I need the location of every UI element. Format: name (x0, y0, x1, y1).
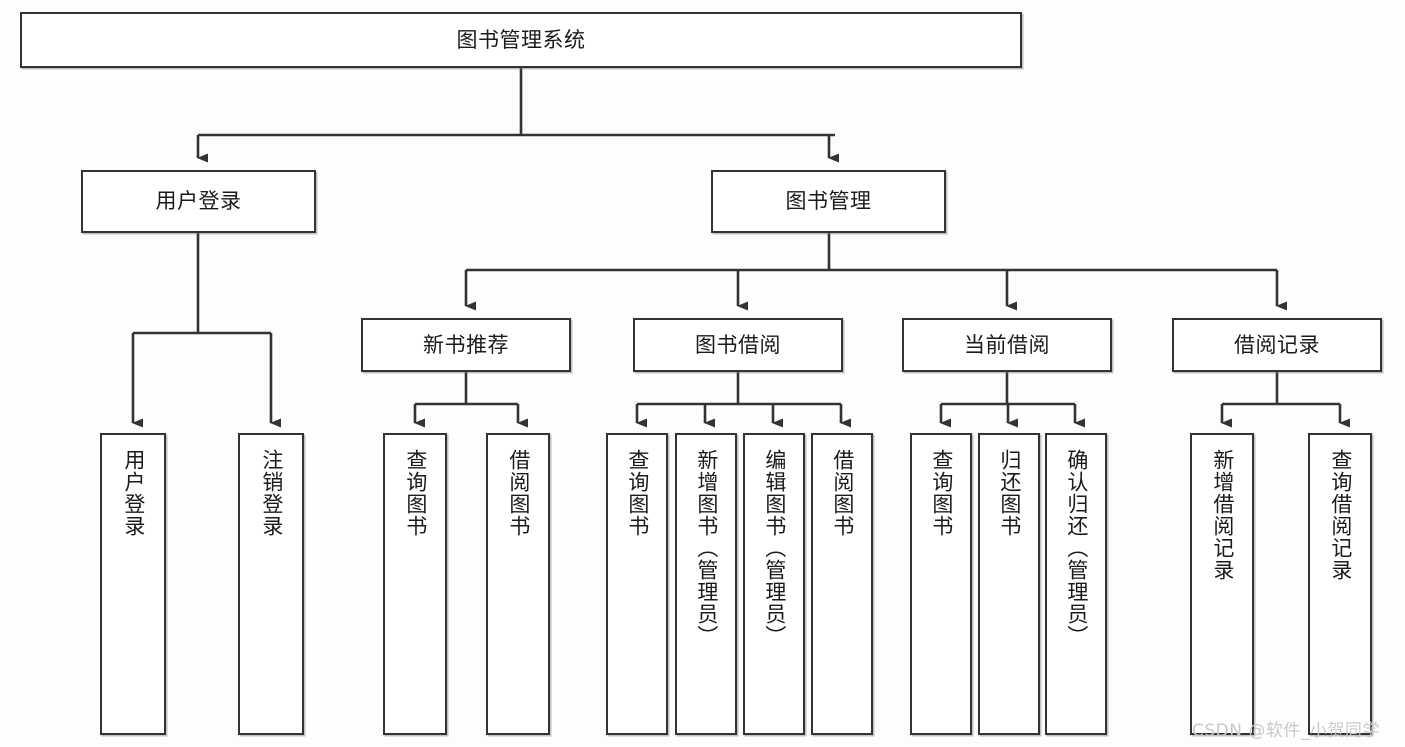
leaf-query-record-label: 查询借阅记录 (1328, 449, 1353, 581)
leaf-return-book-label: 归还图书 (997, 449, 1022, 537)
node-user-login[interactable]: 用户登录 (81, 170, 316, 233)
node-new-book-recommend[interactable]: 新书推荐 (361, 318, 571, 372)
leaf-query-record[interactable]: 查询借阅记录 (1308, 433, 1372, 735)
leaf-query-book-3[interactable]: 查询图书 (910, 433, 972, 735)
leaf-borrow-book-2[interactable]: 借阅图书 (811, 433, 873, 735)
leaf-query-book-2[interactable]: 查询图书 (606, 433, 668, 735)
leaf-logout-login[interactable]: 注销登录 (238, 433, 304, 735)
node-book-manage-label: 图书管理 (785, 189, 872, 214)
node-root-label: 图书管理系统 (456, 27, 586, 52)
leaf-logout-login-label: 注销登录 (259, 449, 284, 537)
leaf-query-book-1[interactable]: 查询图书 (383, 433, 447, 735)
node-root[interactable]: 图书管理系统 (20, 12, 1022, 68)
node-new-book-recommend-label: 新书推荐 (423, 332, 509, 357)
leaf-user-login-label: 用户登录 (121, 449, 146, 537)
leaf-borrow-book-2-label: 借阅图书 (830, 449, 855, 537)
leaf-borrow-book-1-label: 借阅图书 (506, 449, 531, 537)
leaf-return-book[interactable]: 归还图书 (978, 433, 1040, 735)
leaf-query-book-1-label: 查询图书 (403, 449, 428, 537)
leaf-user-login[interactable]: 用户登录 (100, 433, 166, 735)
leaf-add-book-label: 新增图书（管理员） (694, 449, 719, 647)
leaf-edit-book-label: 编辑图书（管理员） (762, 449, 787, 647)
node-current-borrow-label: 当前借阅 (964, 332, 1050, 357)
node-current-borrow[interactable]: 当前借阅 (902, 318, 1112, 372)
leaf-add-book[interactable]: 新增图书（管理员） (675, 433, 737, 735)
csdn-watermark: CSDN @软件_小贺同学 (1192, 721, 1380, 741)
node-book-manage[interactable]: 图书管理 (711, 170, 946, 233)
leaf-query-book-3-label: 查询图书 (929, 449, 954, 537)
leaf-confirm-return-label: 确认归还（管理员） (1064, 449, 1089, 647)
node-book-borrow-label: 图书借阅 (695, 332, 781, 357)
leaf-edit-book[interactable]: 编辑图书（管理员） (743, 433, 805, 735)
leaf-add-record[interactable]: 新增借阅记录 (1190, 433, 1254, 735)
node-book-borrow[interactable]: 图书借阅 (633, 318, 843, 372)
leaf-add-record-label: 新增借阅记录 (1210, 449, 1235, 581)
node-borrow-record-label: 借阅记录 (1234, 332, 1320, 357)
leaf-confirm-return[interactable]: 确认归还（管理员） (1045, 433, 1107, 735)
leaf-borrow-book-1[interactable]: 借阅图书 (486, 433, 550, 735)
node-user-login-label: 用户登录 (155, 189, 242, 214)
node-borrow-record[interactable]: 借阅记录 (1172, 318, 1382, 372)
leaf-query-book-2-label: 查询图书 (625, 449, 650, 537)
